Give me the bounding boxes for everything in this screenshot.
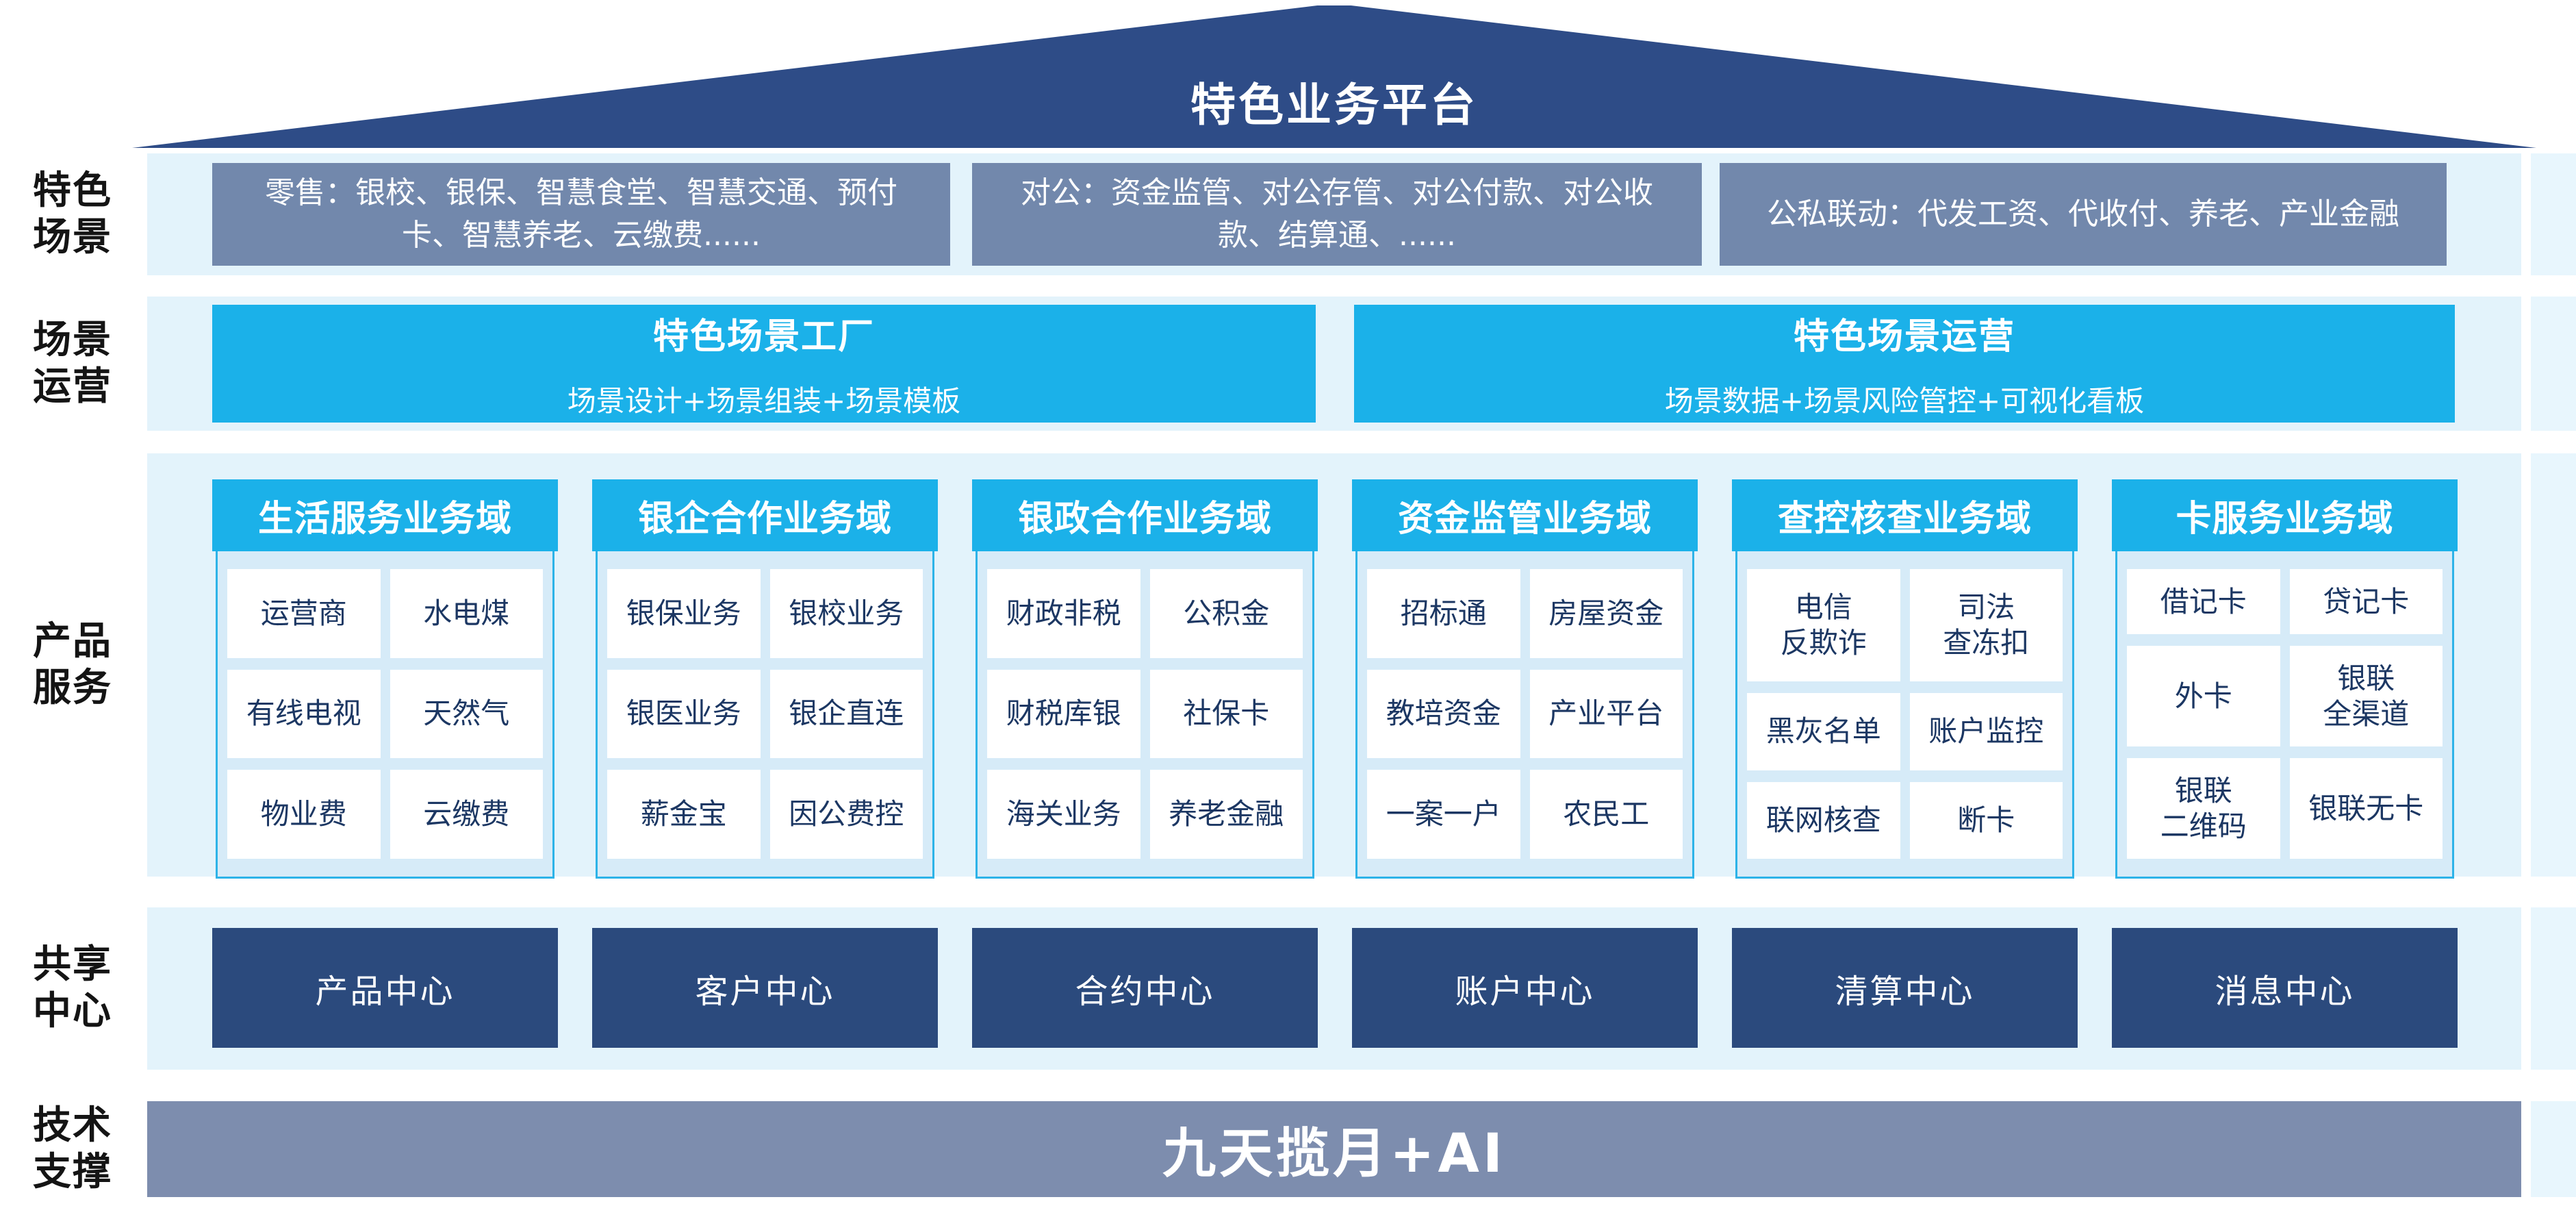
right-edge-strip	[2531, 907, 2576, 1070]
product-cell: 薪金宝	[607, 770, 761, 859]
shared-center-contract: 合约中心	[972, 928, 1318, 1048]
product-column-header: 生活服务业务域	[212, 479, 558, 551]
product-cell: 运营商	[227, 569, 381, 658]
row-label-scene-operation: 场景 运营	[33, 318, 112, 409]
product-column-life-services: 生活服务业务域 运营商 水电煤 有线电视 天然气 物业费 云缴费	[212, 479, 558, 879]
scene-factory-title: 特色场景工厂	[652, 316, 875, 357]
band-special-scenes: 零售：银校、银保、智慧食堂、智慧交通、预付卡、智慧养老、云缴费...... 对公…	[147, 153, 2521, 275]
band-shared-center: 产品中心 客户中心 合约中心 账户中心 清算中心 消息中心	[147, 907, 2521, 1070]
scene-box-retail: 零售：银校、银保、智慧食堂、智慧交通、预付卡、智慧养老、云缴费......	[212, 163, 950, 266]
product-cell: 天然气	[390, 669, 543, 759]
product-cell: 外卡	[2127, 646, 2280, 746]
product-cell: 银联 全渠道	[2289, 646, 2443, 746]
product-cell: 财税库银	[987, 669, 1140, 759]
product-column-bank-enterprise: 银企合作业务域 银保业务 银校业务 银医业务 银企直连 薪金宝 因公费控	[592, 479, 938, 879]
product-cell: 借记卡	[2127, 569, 2280, 634]
product-column-fund-supervision: 资金监管业务域 招标通 房屋资金 教培资金 产业平台 一案一户 农民工	[1352, 479, 1698, 879]
product-cell: 银校业务	[769, 569, 923, 658]
product-cell: 断卡	[1909, 781, 2063, 859]
shared-center-message: 消息中心	[2112, 928, 2458, 1048]
product-column-header: 卡服务业务域	[2112, 479, 2458, 551]
product-cell: 社保卡	[1149, 669, 1303, 759]
product-cell: 产业平台	[1529, 669, 1683, 759]
row-label-shared-center: 共享 中心	[33, 942, 112, 1033]
right-edge-strip	[2531, 453, 2576, 877]
band-product-service: 生活服务业务域 运营商 水电煤 有线电视 天然气 物业费 云缴费 银企合作业务域…	[147, 453, 2521, 879]
shared-center-account: 账户中心	[1352, 928, 1698, 1048]
band-scene-operation: 特色场景工厂 场景设计+场景组装+场景模板 特色场景运营 场景数据+场景风险管控…	[147, 297, 2521, 431]
roof-banner: 特色业务平台	[132, 5, 2536, 148]
product-column-body: 招标通 房屋资金 教培资金 产业平台 一案一户 农民工	[1355, 551, 1694, 879]
product-column-body: 财政非税 公积金 财税库银 社保卡 海关业务 养老金融	[975, 551, 1314, 879]
product-cell: 一案一户	[1367, 770, 1520, 859]
scene-operation-box: 特色场景运营 场景数据+场景风险管控+可视化看板	[1354, 305, 2455, 423]
row-label-tech-support: 技术 支撑	[33, 1103, 112, 1194]
shared-center-clearing: 清算中心	[1732, 928, 2078, 1048]
product-cell: 银联无卡	[2289, 758, 2443, 859]
product-cell: 财政非税	[987, 569, 1140, 658]
product-cell: 司法 查冻扣	[1909, 569, 2063, 682]
scene-factory-subtitle: 场景设计+场景组装+场景模板	[567, 384, 961, 418]
platform-title: 特色业务平台	[1190, 79, 1478, 131]
shared-center-customer: 客户中心	[592, 928, 938, 1048]
product-cell: 账户监控	[1909, 693, 2063, 770]
right-edge-strip	[2531, 297, 2576, 431]
product-column-header: 银企合作业务域	[592, 479, 938, 551]
product-cell: 黑灰名单	[1747, 693, 1900, 770]
product-cell: 贷记卡	[2289, 569, 2443, 634]
product-column-body: 银保业务 银校业务 银医业务 银企直连 薪金宝 因公费控	[596, 551, 934, 879]
product-column-header: 查控核查业务域	[1732, 479, 2078, 551]
product-column-header: 资金监管业务域	[1352, 479, 1698, 551]
scene-box-public-private: 公私联动：代发工资、代收付、养老、产业金融	[1720, 163, 2447, 266]
shared-center-product: 产品中心	[212, 928, 558, 1048]
product-cell: 电信 反欺诈	[1747, 569, 1900, 682]
product-cell: 因公费控	[769, 770, 923, 859]
scene-box-corporate: 对公：资金监管、对公存管、对公付款、对公收款、结算通、......	[972, 163, 1702, 266]
product-cell: 银保业务	[607, 569, 761, 658]
scene-operation-title: 特色场景运营	[1793, 316, 2015, 357]
product-cell: 招标通	[1367, 569, 1520, 658]
product-column-body: 借记卡 贷记卡 外卡 银联 全渠道 银联 二维码 银联无卡	[2115, 551, 2454, 879]
product-cell: 农民工	[1529, 770, 1683, 859]
right-edge-strip	[2531, 153, 2576, 275]
product-cell: 物业费	[227, 770, 381, 859]
product-column-header: 银政合作业务域	[972, 479, 1318, 551]
row-label-special-scenes: 特色 场景	[33, 168, 112, 260]
scene-operation-subtitle: 场景数据+场景风险管控+可视化看板	[1664, 384, 2145, 418]
product-cell: 银企直连	[769, 669, 923, 759]
product-cell: 联网核查	[1747, 781, 1900, 859]
product-cell: 公积金	[1149, 569, 1303, 658]
product-cell: 银联 二维码	[2127, 758, 2280, 859]
scene-factory-box: 特色场景工厂 场景设计+场景组装+场景模板	[212, 305, 1316, 423]
product-column-body: 电信 反欺诈 司法 查冻扣 黑灰名单 账户监控 联网核查 断卡	[1735, 551, 2074, 879]
product-column-bank-government: 银政合作业务域 财政非税 公积金 财税库银 社保卡 海关业务 养老金融	[972, 479, 1318, 879]
tech-support-bar: 九天揽月+AI	[147, 1101, 2521, 1197]
product-cell: 教培资金	[1367, 669, 1520, 759]
product-cell: 银医业务	[607, 669, 761, 759]
product-cell: 养老金融	[1149, 770, 1303, 859]
product-column-card-services: 卡服务业务域 借记卡 贷记卡 外卡 银联 全渠道 银联 二维码 银联无卡	[2112, 479, 2458, 879]
product-column-body: 运营商 水电煤 有线电视 天然气 物业费 云缴费	[216, 551, 554, 879]
product-cell: 有线电视	[227, 669, 381, 759]
right-edge-strip	[2531, 1101, 2576, 1197]
product-cell: 云缴费	[390, 770, 543, 859]
product-cell: 海关业务	[987, 770, 1140, 859]
product-cell: 房屋资金	[1529, 569, 1683, 658]
product-cell: 水电煤	[390, 569, 543, 658]
row-label-product-service: 产品 服务	[33, 619, 112, 710]
product-column-inquiry-verification: 查控核查业务域 电信 反欺诈 司法 查冻扣 黑灰名单 账户监控 联网核查 断卡	[1732, 479, 2078, 879]
